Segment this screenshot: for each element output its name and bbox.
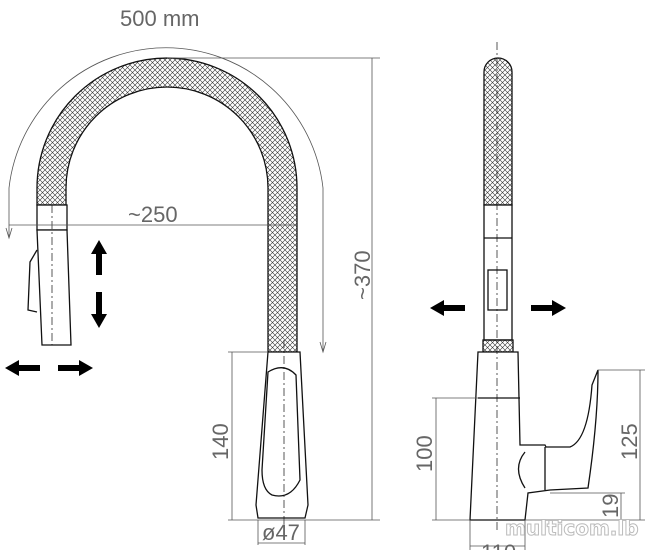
side-dimensions	[432, 369, 645, 550]
height-label: ~370	[350, 250, 375, 300]
base-height-front-label: 140	[208, 423, 233, 460]
handle-height-label: 125	[617, 423, 642, 460]
motion-arrows-front	[5, 240, 107, 376]
arrow-left-icon	[5, 360, 40, 376]
base-depth-label: 110	[481, 540, 516, 550]
hose-arch	[36, 57, 298, 353]
arrow-up-icon	[91, 240, 107, 275]
spray-head	[36, 229, 72, 346]
base-body	[255, 351, 309, 519]
arrow-left-icon	[430, 300, 465, 316]
arrow-right-icon	[58, 360, 93, 376]
base-height-side-label: 100	[412, 435, 437, 472]
arrow-right-icon	[531, 300, 566, 316]
hose-length-label: 500 mm	[120, 6, 199, 31]
side-view	[469, 42, 599, 530]
spray-button	[487, 269, 508, 311]
arrow-down-icon	[91, 292, 107, 328]
watermark: multicom.lb	[505, 516, 639, 540]
side-hose	[483, 57, 513, 206]
base-diameter-label: ø47	[262, 520, 300, 545]
front-dimensions	[5, 47, 380, 545]
motion-arrows-side	[430, 300, 566, 316]
front-view	[27, 57, 309, 530]
side-body	[469, 351, 599, 521]
spray-lever	[27, 249, 38, 313]
reach-label: ~250	[128, 202, 178, 227]
handle-base-label: 19	[598, 494, 623, 518]
